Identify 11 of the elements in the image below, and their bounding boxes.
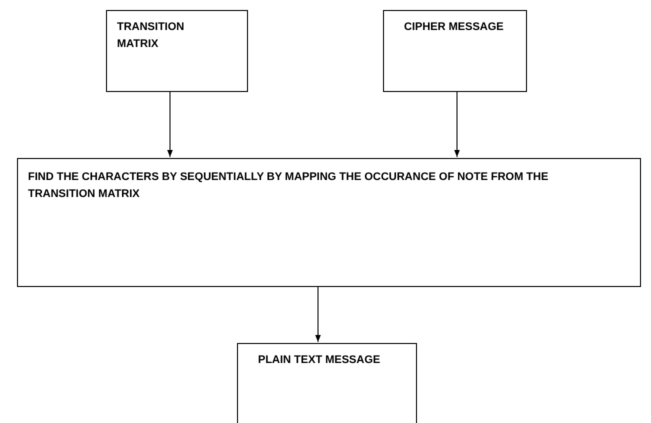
box-label: PLAIN TEXT MESSAGE	[258, 353, 382, 368]
process-box	[106, 10, 248, 92]
arrow	[315, 286, 321, 342]
arrow	[167, 92, 173, 158]
process-box	[237, 343, 417, 423]
process-box	[383, 10, 527, 92]
process-box	[17, 158, 641, 287]
box-label: FIND THE CHARACTERS BY SEQUENTIALLY BY MAPPING THE OCCURANCE OF NOTE FROM THE TRANSITION MATRIX	[28, 170, 550, 202]
box-label: TRANSITION MATRIX	[117, 20, 186, 52]
box-label: CIPHER MESSAGE	[404, 20, 505, 35]
arrow	[454, 92, 460, 158]
